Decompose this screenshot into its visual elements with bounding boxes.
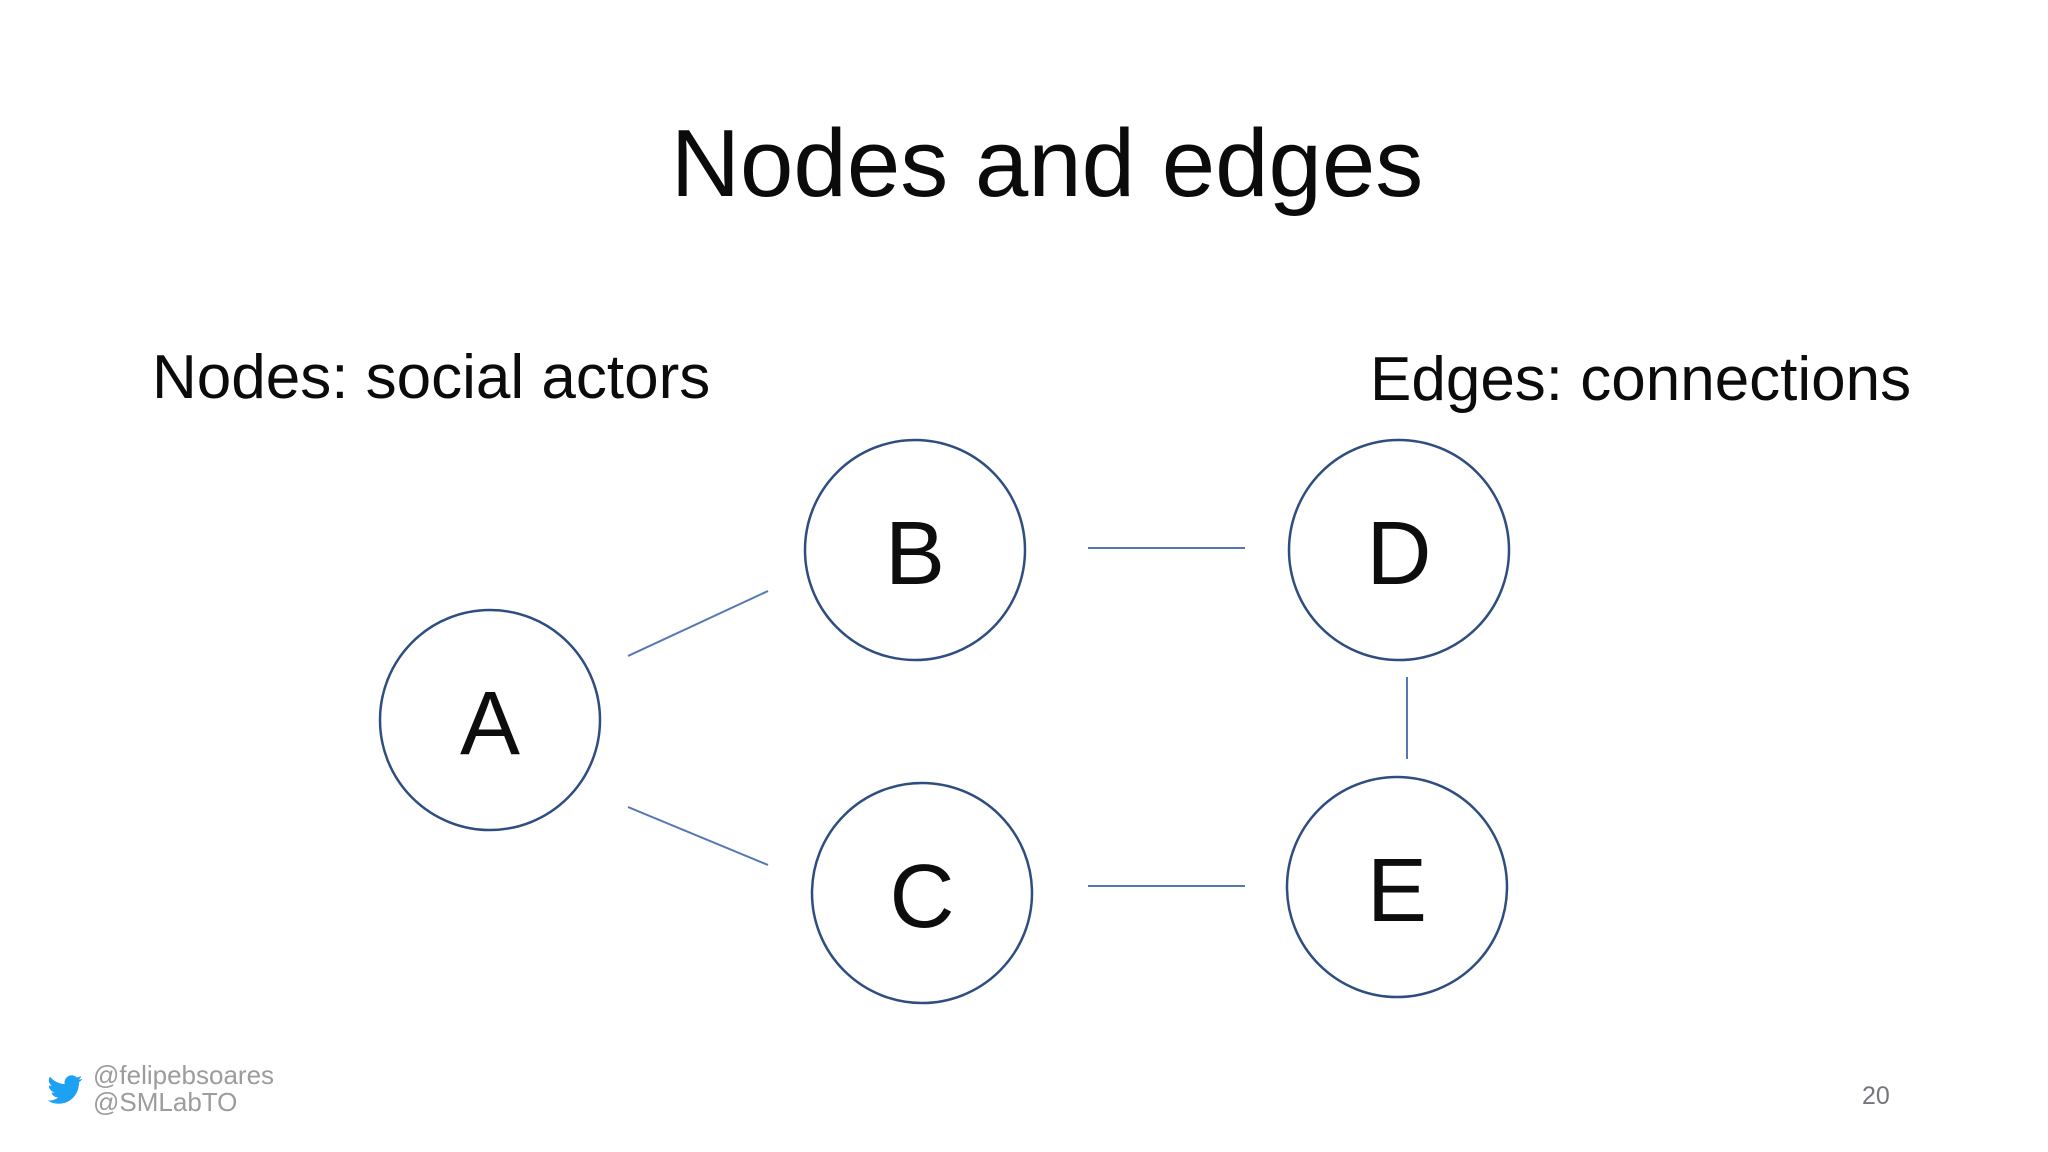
node-label-E: E	[1367, 841, 1427, 941]
edge-A-C	[627, 806, 769, 866]
node-label-A: A	[460, 674, 520, 774]
twitter-handles: @felipebsoares @SMLabTO	[93, 1062, 274, 1116]
node-circle-B	[803, 438, 1027, 662]
twitter-icon	[44, 1072, 86, 1107]
edges-definition-label: Edges: connections	[1370, 345, 1912, 414]
node-label-C: C	[890, 847, 955, 947]
node-circle-A	[378, 608, 602, 832]
footer: @felipebsoares @SMLabTO	[44, 1062, 274, 1116]
twitter-handle-personal: @felipebsoares	[93, 1060, 275, 1090]
node-circle-C	[810, 781, 1034, 1005]
node-label-B: B	[885, 504, 945, 604]
edge-A-B	[627, 590, 769, 657]
page-number: 20	[1862, 1082, 1890, 1110]
twitter-bird-path	[47, 1074, 83, 1104]
node-label-D: D	[1367, 504, 1432, 604]
twitter-handle-lab: @SMLabTO	[93, 1087, 238, 1117]
slide-title: Nodes and edges	[670, 110, 1424, 217]
node-circle-E	[1285, 775, 1509, 999]
nodes-definition-label: Nodes: social actors	[152, 343, 711, 412]
node-circle-D	[1287, 438, 1511, 662]
